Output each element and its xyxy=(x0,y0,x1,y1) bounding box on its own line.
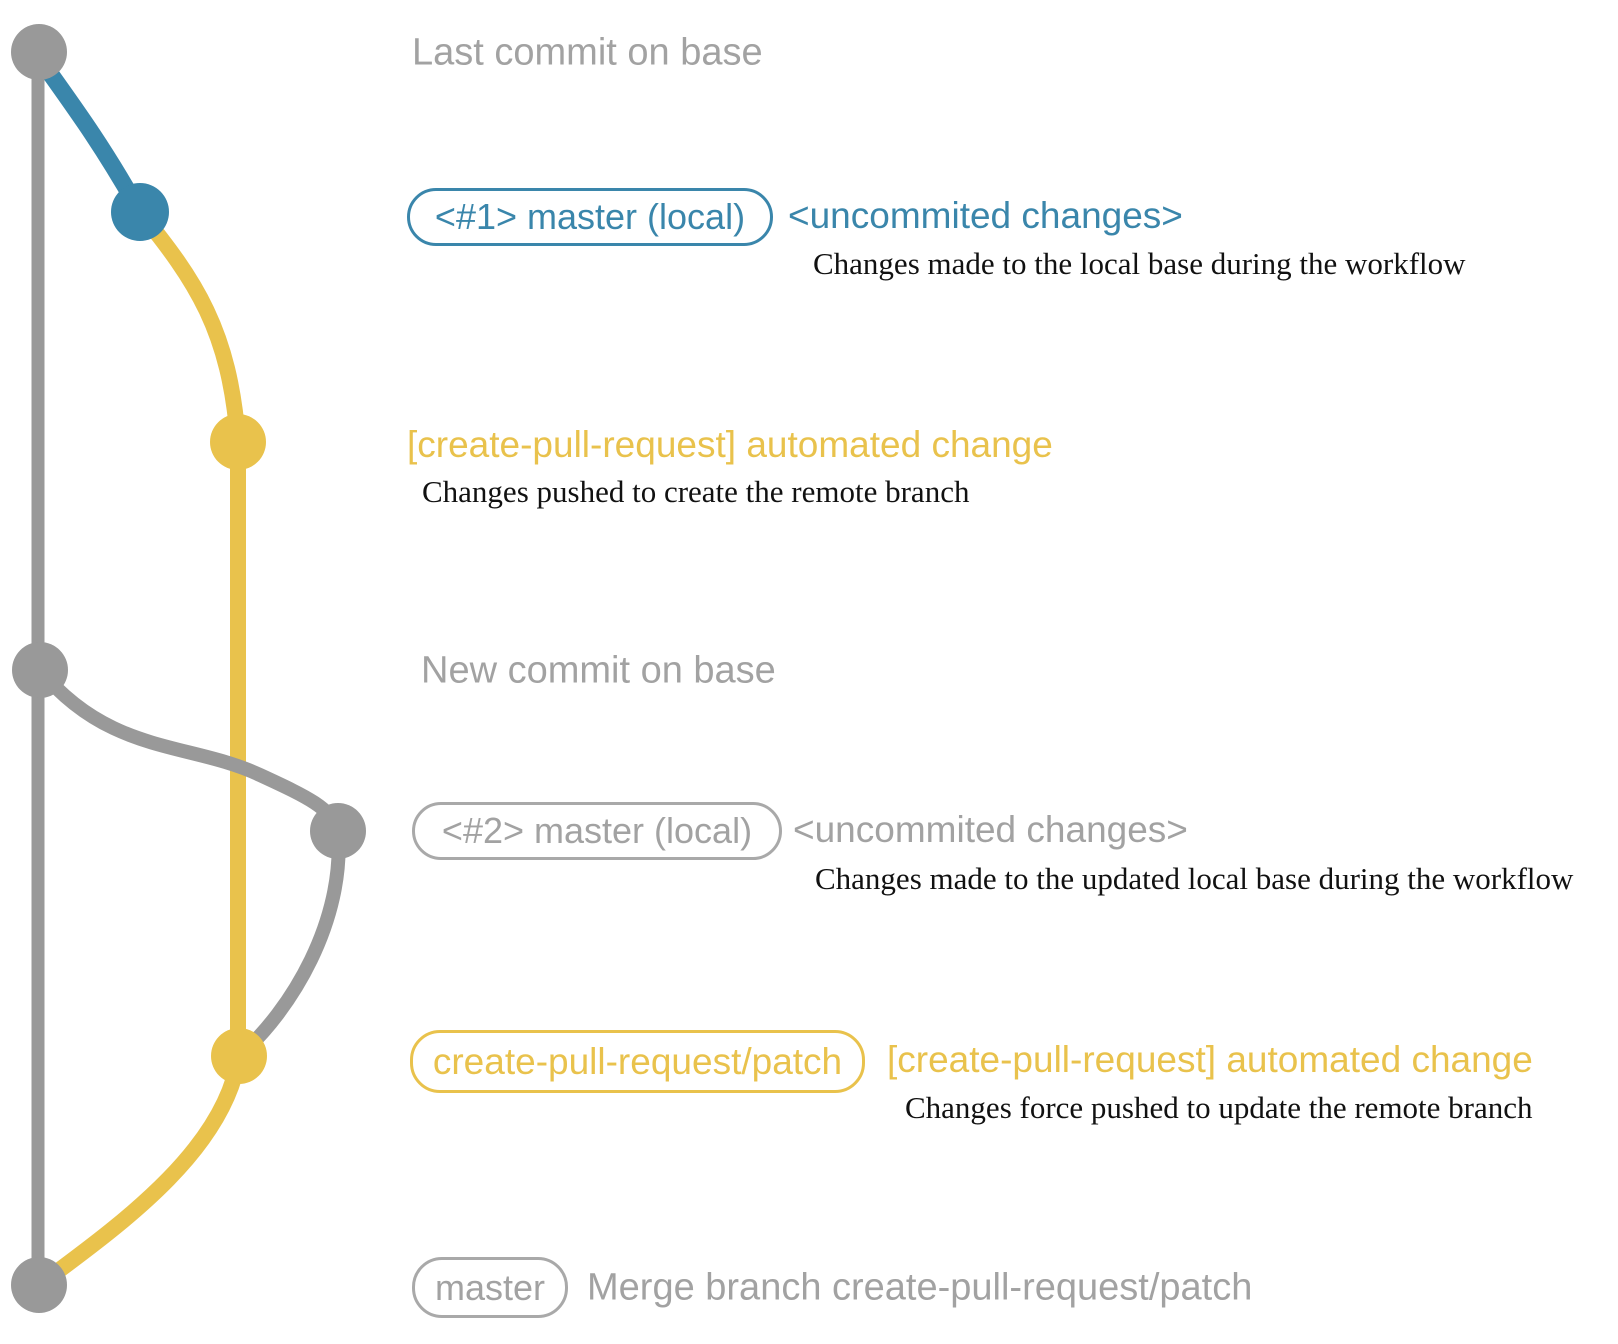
branch-badge-master-local-2: <#2> master (local) xyxy=(412,802,782,860)
branch-badge-patch-label: create-pull-request/patch xyxy=(432,1040,843,1082)
branch-badge-master-local-1: <#1> master (local) xyxy=(407,188,773,246)
commit-dot-merge xyxy=(11,1257,67,1313)
commit-dot-patch-2 xyxy=(211,1028,267,1084)
branch-badge-master-local-1-label: <#1> master (local) xyxy=(434,196,746,237)
annotation-automated-change-1: Changes pushed to create the remote bran… xyxy=(422,474,970,509)
commit-dot-new-base xyxy=(12,642,68,698)
branch-badge-master: master xyxy=(412,1257,568,1318)
annotation-automated-change-2: Changes force pushed to update the remot… xyxy=(905,1090,1533,1125)
commit-dot-patch-1 xyxy=(210,414,266,470)
commit-label-new-base: New commit on base xyxy=(421,649,776,692)
commit-label-last-base: Last commit on base xyxy=(412,31,763,74)
commit-label-automated-change-2: [create-pull-request] automated change xyxy=(887,1039,1533,1080)
commit-dot-last-base xyxy=(11,24,67,80)
branch-badge-master-local-2-label: <#2> master (local) xyxy=(441,810,753,851)
annotation-uncommitted-1: Changes made to the local base during th… xyxy=(813,246,1466,281)
base-update-curve xyxy=(33,663,345,837)
commit-label-automated-change-1: [create-pull-request] automated change xyxy=(407,424,1053,465)
patch-branch-curve-1 xyxy=(132,204,246,450)
base-into-patch-curve xyxy=(232,825,346,1063)
commit-label-uncommitted-2: <uncommited changes> xyxy=(793,809,1188,850)
commit-dot-local-2 xyxy=(310,803,366,859)
commit-label-merge: Merge branch create-pull-request/patch xyxy=(587,1266,1253,1309)
annotation-uncommitted-2: Changes made to the updated local base d… xyxy=(815,861,1574,896)
branch-badge-master-label: master xyxy=(434,1266,546,1308)
branch-badge-patch: create-pull-request/patch xyxy=(410,1030,865,1093)
commit-label-uncommitted-1: <uncommited changes> xyxy=(788,195,1183,236)
commit-dot-local-1 xyxy=(111,183,169,241)
patch-merge-curve xyxy=(34,1048,247,1291)
